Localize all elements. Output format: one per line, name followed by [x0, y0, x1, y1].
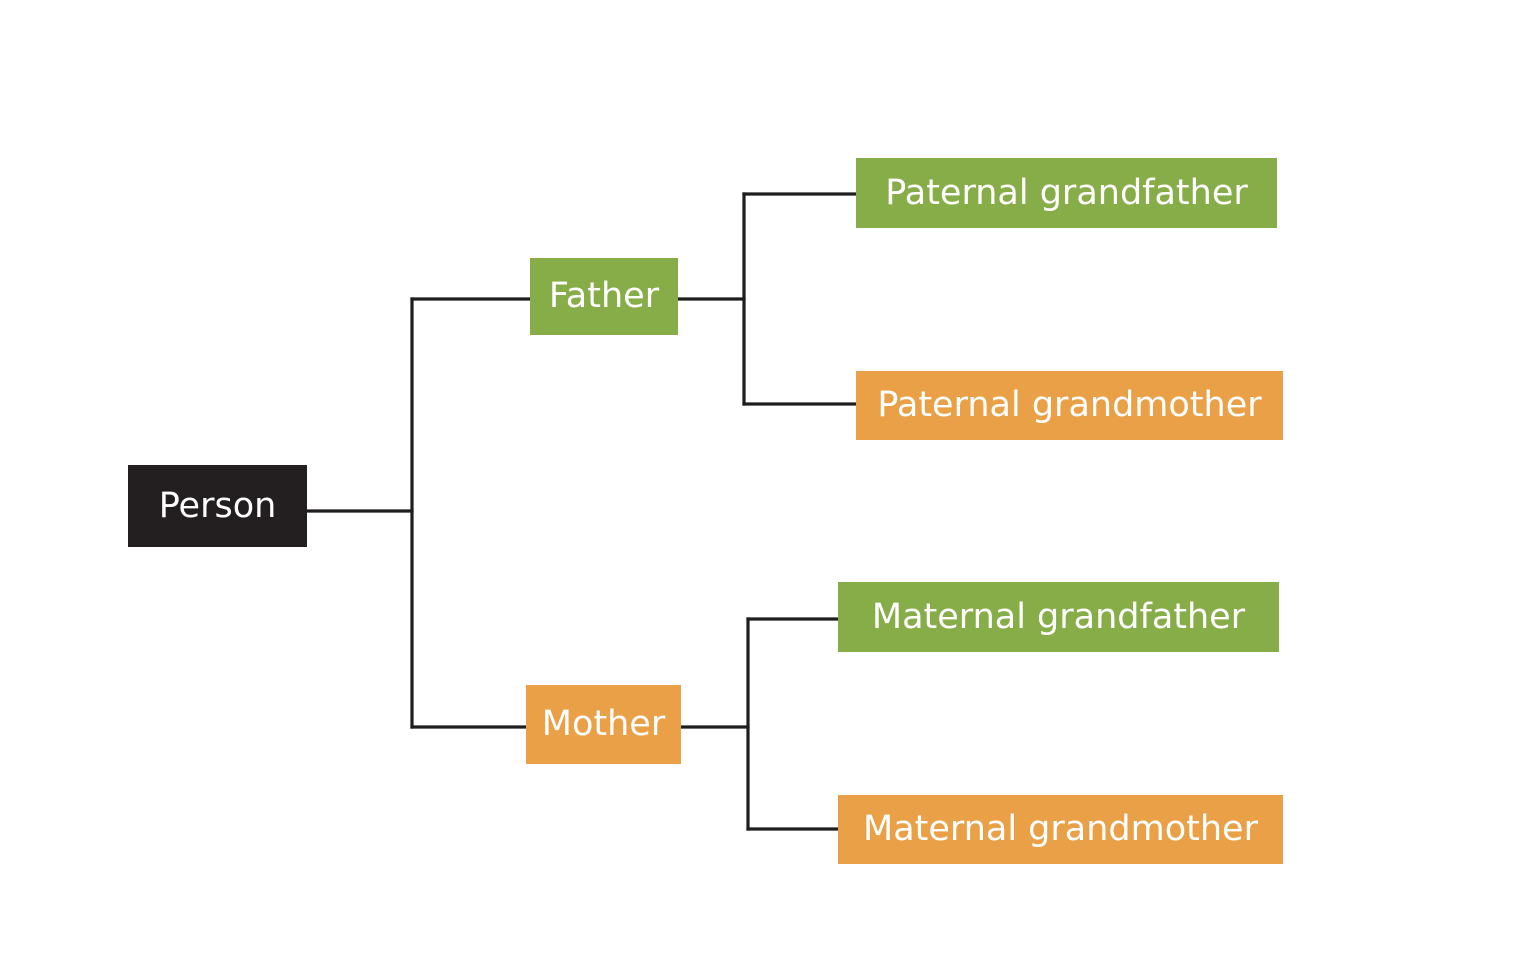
maternal-grandmother-label: Maternal grandmother	[863, 809, 1258, 849]
maternal-grandmother-node: Maternal grandmother	[838, 795, 1283, 864]
father-node: Father	[530, 258, 678, 335]
mother-node: Mother	[526, 685, 681, 764]
paternal-grandfather-label: Paternal grandfather	[885, 172, 1248, 213]
maternal-grandfather-label: Maternal grandfather	[871, 596, 1246, 637]
person-label: Person	[158, 485, 277, 526]
maternal-grandfather-node: Maternal grandfather	[838, 582, 1279, 652]
mother-label: Mother	[541, 704, 666, 744]
paternal-grandfather-node: Paternal grandfather	[856, 158, 1277, 228]
paternal-grandmother-node: Paternal grandmother	[856, 371, 1283, 440]
paternal-grandmother-label: Paternal grandmother	[877, 385, 1262, 425]
person-node: Person	[128, 465, 307, 547]
father-label: Father	[548, 276, 660, 316]
